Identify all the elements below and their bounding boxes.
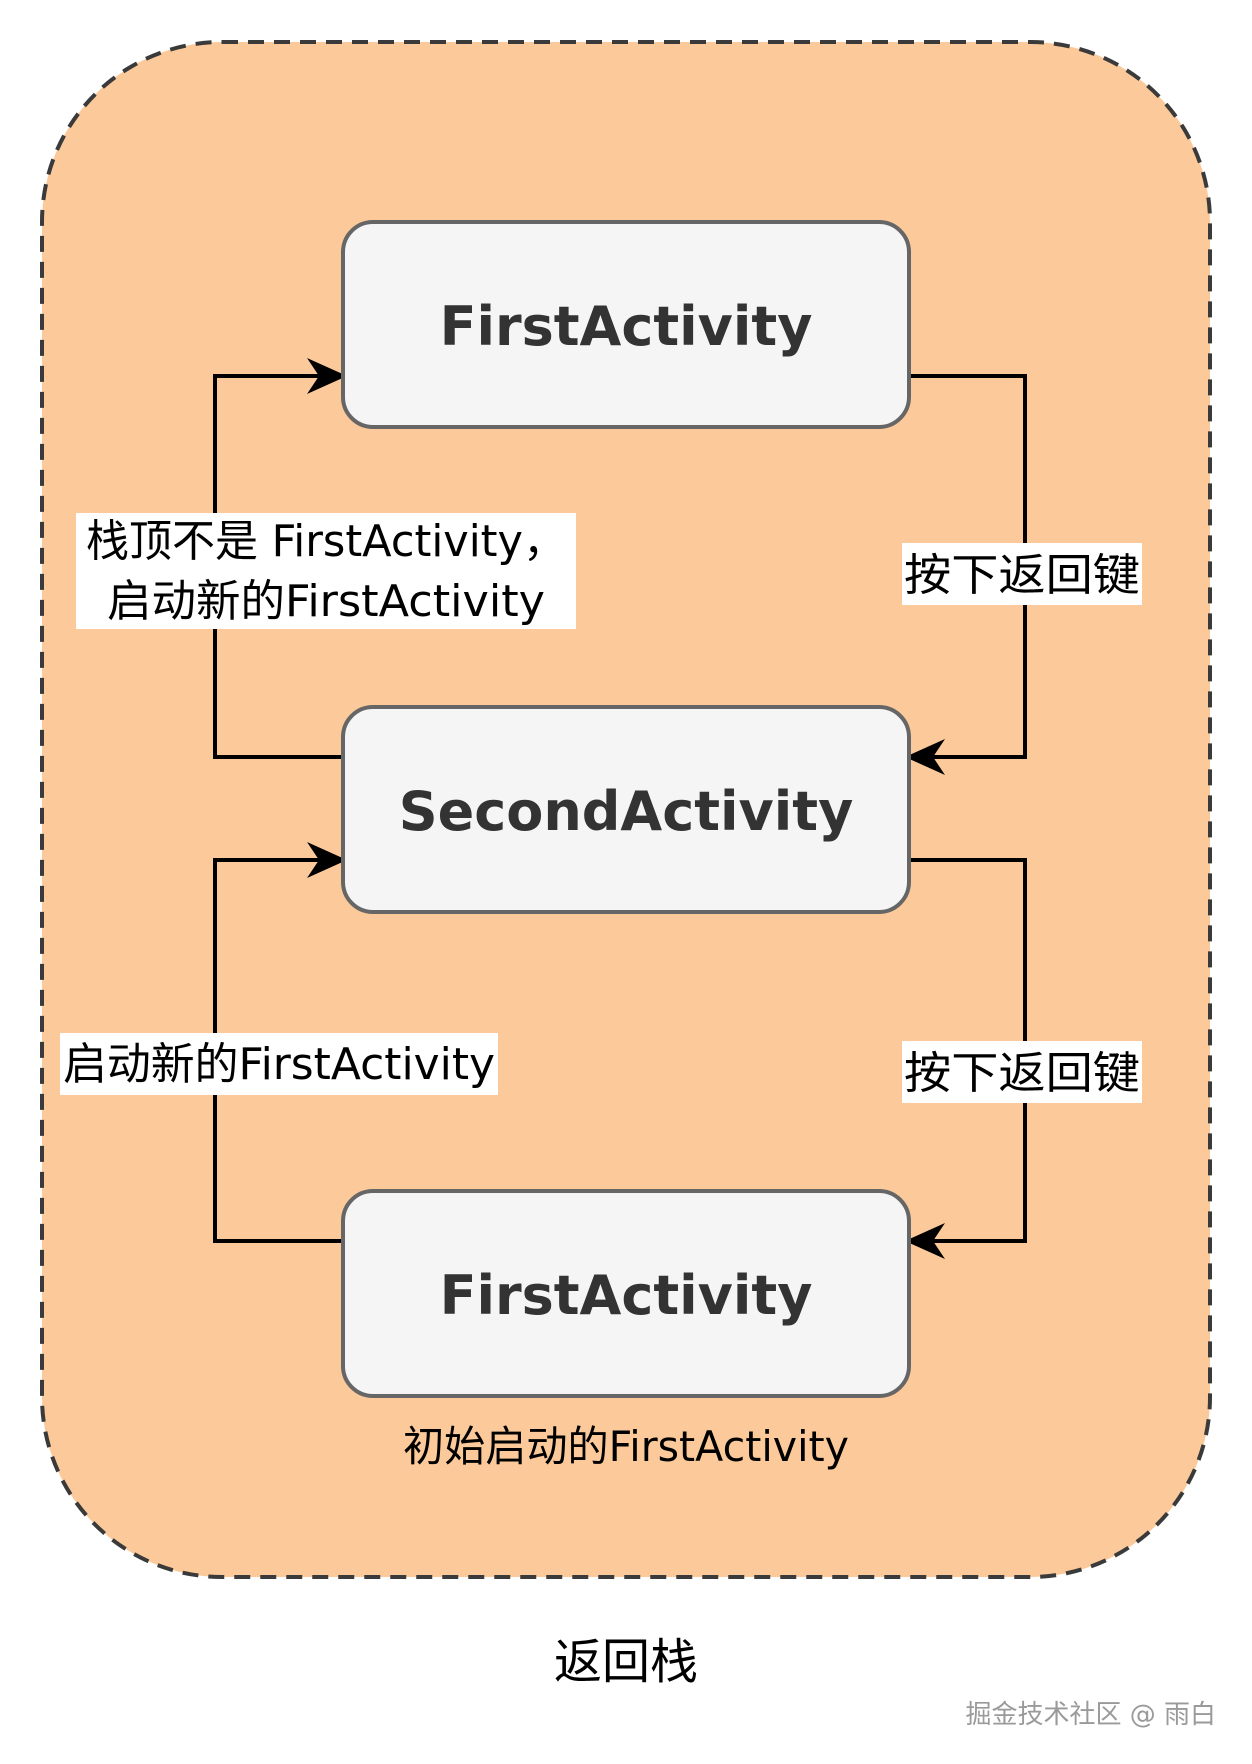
activity-label-first-bottom: FirstActivity [440,1264,813,1327]
watermark: 掘金技术社区 @ 雨白 [965,1700,1216,1730]
activity-label-second: SecondActivity [399,780,854,843]
edge-label-left-lower: 启动新的FirstActivity [60,1033,498,1095]
edge-label-right-upper-text: 按下返回键 [904,550,1140,601]
edge-label-left-upper-line1: 栈顶不是 FirstActivity， [86,516,566,567]
activity-label-first-top: FirstActivity [440,295,813,358]
edge-label-right-upper: 按下返回键 [902,543,1142,605]
edge-label-right-lower-text: 按下返回键 [904,1048,1140,1099]
diagram-title: 返回栈 [554,1634,698,1690]
activity-box-first-top: FirstActivity [341,220,911,429]
activity-box-second: SecondActivity [341,705,911,914]
edge-label-left-lower-text: 启动新的FirstActivity [63,1039,495,1090]
edge-label-right-lower: 按下返回键 [902,1041,1142,1103]
initial-launch-caption: 初始启动的FirstActivity [403,1422,849,1471]
edge-label-left-upper: 栈顶不是 FirstActivity， 启动新的FirstActivity [76,513,576,629]
edge-label-left-upper-line2: 启动新的FirstActivity [107,576,545,627]
activity-box-first-bottom: FirstActivity [341,1189,911,1398]
